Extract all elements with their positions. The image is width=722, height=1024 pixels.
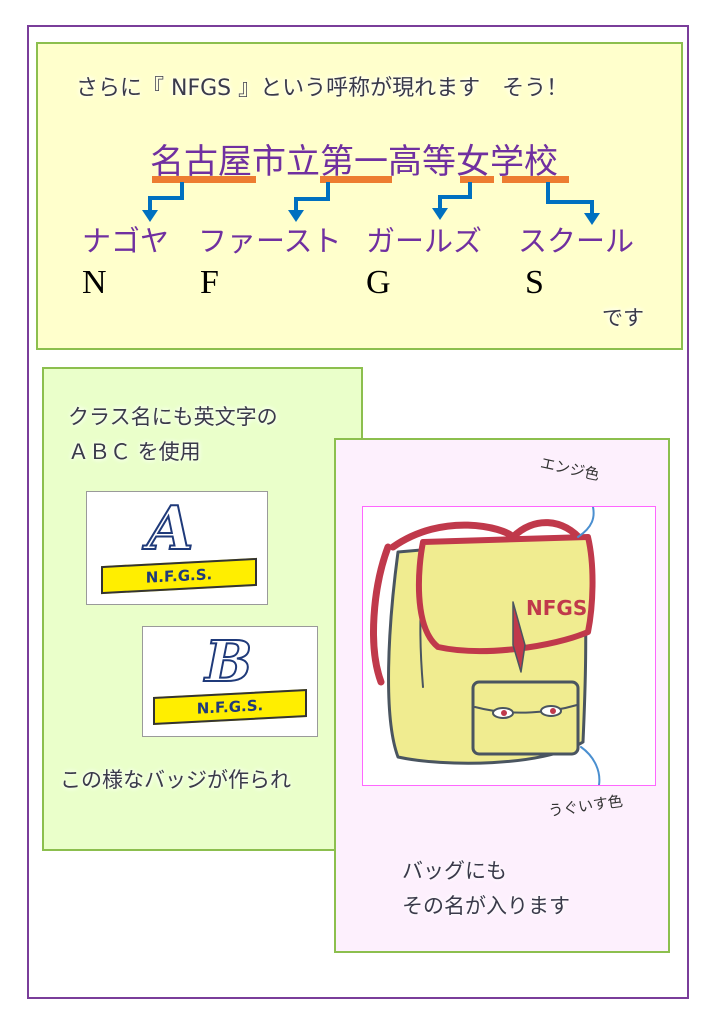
reading-first: ファースト	[198, 224, 342, 258]
page-frame	[27, 25, 689, 999]
badge-label: N.F.G.S.	[101, 557, 257, 595]
badge-a: A N.F.G.S.	[86, 491, 268, 605]
arrow-icon	[546, 182, 594, 215]
arrow-icon	[438, 182, 472, 210]
badge-caption: この様なバッジが作られ	[60, 768, 291, 792]
letter-f: F	[200, 264, 219, 301]
badge-letter: A	[146, 493, 195, 565]
bag-text: NFGS	[526, 596, 587, 620]
class-text-line2: ＡＢＣ を使用	[68, 440, 201, 464]
letter-n: N	[82, 264, 107, 301]
underline-jo	[460, 176, 494, 183]
reading-girls: ガールズ	[366, 224, 483, 258]
nfgs-explanation-panel	[36, 42, 683, 350]
arrows	[142, 182, 600, 225]
school-name: 名古屋市立第一高等女学校	[150, 142, 558, 182]
badge-letter: B	[204, 628, 253, 696]
letter-s: S	[525, 264, 544, 301]
badge-label: N.F.G.S.	[153, 688, 307, 726]
arrow-icon	[294, 182, 330, 212]
suffix-text: です	[602, 306, 644, 330]
badge-b: B N.F.G.S.	[142, 626, 318, 737]
arrow-icon	[148, 182, 184, 212]
backpack-icon: NFGS	[370, 506, 601, 786]
letter-g: G	[366, 264, 391, 301]
bag-caption-line2: その名が入ります	[402, 894, 570, 918]
intro-text: さらに『 NFGS 』という呼称が現れます そう！	[76, 76, 569, 101]
class-text-line1: クラス名にも英文字の	[68, 405, 278, 429]
underline-nagoya	[152, 176, 256, 183]
backpack-illustration: NFGS	[362, 506, 656, 786]
reading-school: スクール	[518, 224, 635, 258]
underline-daiichi	[320, 176, 392, 183]
underline-gakko	[502, 176, 569, 183]
bag-caption-line1: バッグにも	[402, 859, 507, 883]
reading-nagoya: ナゴヤ	[82, 224, 170, 258]
